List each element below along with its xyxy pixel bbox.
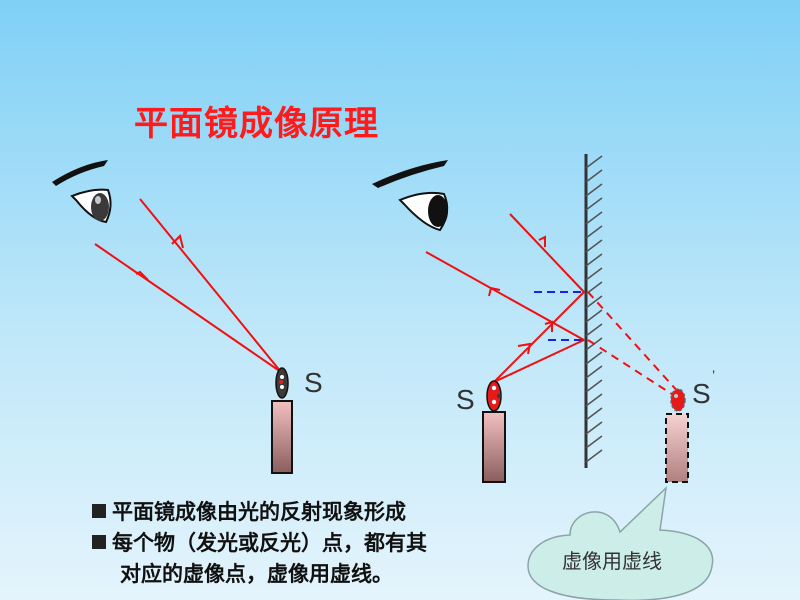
plane-mirror [584,154,603,468]
bullet-square-icon [92,504,106,518]
bullet-square-icon [92,535,106,549]
arrowhead-icon [135,234,184,281]
bullet-item: 平面镜成像由光的反射现象形成 [92,497,427,528]
reflected-ray-b [425,251,585,341]
flame-icon [275,367,289,399]
candle-icon [482,411,506,483]
image-label: S [692,378,711,409]
mirror-hatch-icon [585,155,603,463]
bullet-list: 平面镜成像由光的反射现象形成 每个物（发光或反光）点，都有其 对应的虚像点，虚像… [92,497,427,590]
source-label-left: S [304,367,323,398]
virtual-candle-icon [665,413,689,483]
virtual-ray-extensions [587,291,681,399]
reflected-ray-a [509,213,585,293]
flame-icon [486,380,502,412]
image-prime-mark: ’ [712,367,715,383]
eye-icon [372,160,449,232]
normal-lines [534,291,584,341]
eye-icon [52,160,112,224]
page-title: 平面镜成像原理 [134,104,379,144]
right-diagram: S S ’ [372,154,715,483]
callout-bubble: 虚像用虚线 [527,485,714,600]
incident-ray-b [493,339,585,383]
ray-upper [139,198,282,373]
bullet-item: 每个物（发光或反光）点，都有其 [92,528,427,559]
bullet-item-continuation: 对应的虚像点，虚像用虚线。 [120,562,393,586]
candle-icon [271,400,293,474]
incident-ray-a [493,291,585,383]
callout-text: 虚像用虚线 [562,549,662,573]
light-rays-left [94,198,282,373]
ray-lower [94,243,282,373]
virtual-flame-icon [670,388,686,412]
left-diagram: S [52,160,323,474]
light-rays-right [425,213,585,383]
arrowhead-icon [488,235,553,355]
source-label-right: S [456,384,475,415]
